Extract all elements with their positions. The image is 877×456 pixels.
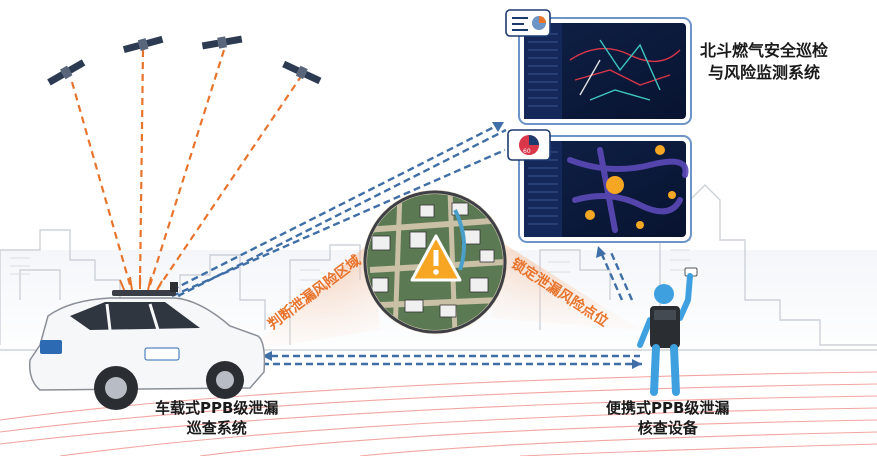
car-icon [28, 282, 266, 410]
risk-zone-cone-right [492, 240, 640, 330]
pie-chart-value: 60 [523, 148, 531, 155]
system-title: 北斗燃气安全巡检 与风险监测系统 [700, 40, 828, 84]
satellite-icon [47, 59, 86, 86]
pie-chart-icon: 60 [507, 129, 551, 161]
risk-zone-cone-left [250, 240, 380, 350]
system-title-line-1: 北斗燃气安全巡检 [700, 41, 829, 60]
portable-device-line-1: 便携式PPB级泄漏 [606, 399, 730, 417]
signal-burst [119, 275, 163, 293]
vehicle-system-label: 车载式PPB级泄漏 巡查系统 [155, 398, 278, 438]
portable-device-line-2: 核查设备 [637, 419, 698, 437]
arrow-heads [262, 122, 642, 369]
dashboard-icon [505, 9, 551, 37]
vehicle-system-line-1: 车载式PPB级泄漏 [155, 399, 279, 417]
ground-stripes [0, 371, 877, 456]
system-title-line-2: 与风险监测系统 [708, 63, 821, 82]
dashboard-panel-pipeline [518, 17, 692, 125]
warning-icon [410, 234, 462, 282]
satellite-icon [282, 60, 322, 85]
person-icon [637, 267, 698, 396]
vehicle-system-line-2: 巡查系统 [186, 419, 247, 437]
satellite-beams [70, 49, 303, 289]
portable-device-label: 便携式PPB级泄漏 核查设备 [606, 398, 729, 438]
satellite-icon [122, 35, 164, 54]
dashboard-panel-heatmap [518, 135, 692, 243]
data-links [171, 122, 642, 366]
satellite-icon [201, 35, 243, 50]
